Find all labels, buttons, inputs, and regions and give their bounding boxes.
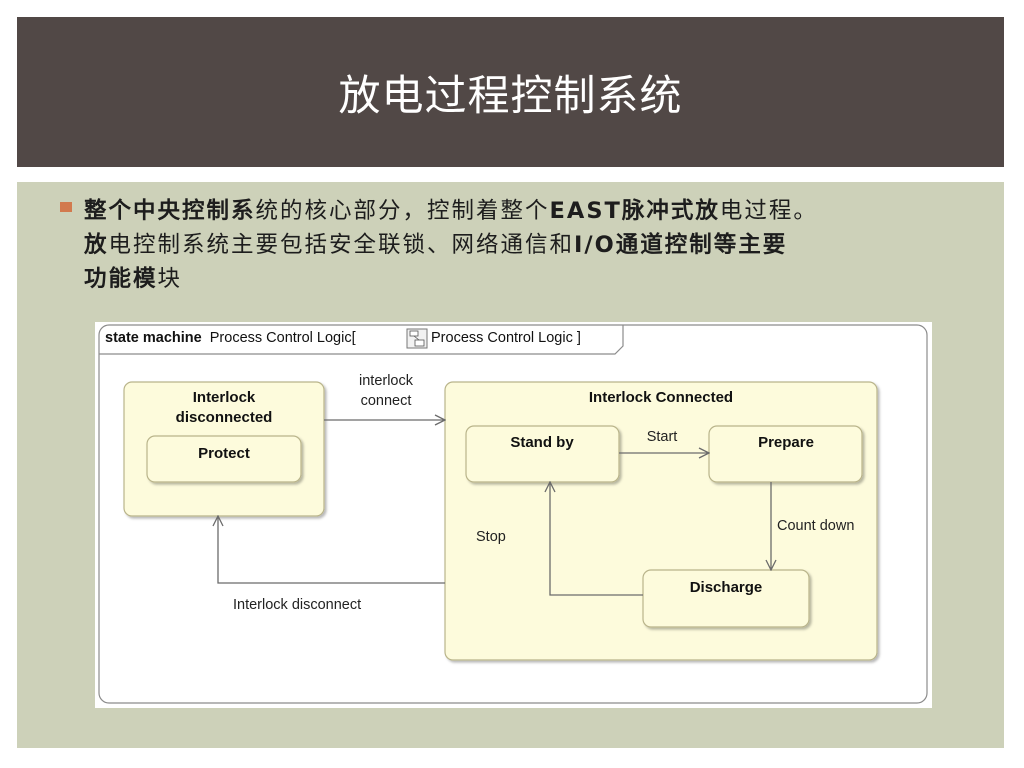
- transition-interlock-disconnect: [218, 516, 445, 584]
- state-machine-icon: [406, 328, 428, 349]
- bullet-square-icon: [60, 202, 72, 212]
- bullet-part-3: 电过程。: [719, 198, 818, 224]
- svg-text:Process Control Logic]: Process Control Logic]: [431, 330, 581, 346]
- state-discharge: [642, 569, 810, 628]
- label-interlock-disconnected-1: Interlock: [193, 389, 256, 406]
- diagram-svg: state machine Process Control Logic[ Pro…: [98, 324, 928, 704]
- frame-header-tab: [99, 325, 624, 355]
- slide-title: 放电过程控制系统: [338, 70, 683, 120]
- label-interlock-connected: Interlock Connected: [589, 389, 733, 406]
- bullet-paragraph: 整个中央控制系统的核心部分，控制着整个EAST脉冲式放电过程。放电控制系统主要包…: [84, 194, 984, 296]
- label-interlock-disconnect: Interlock disconnect: [233, 597, 361, 613]
- bullet-part-4: 放: [84, 232, 109, 258]
- svg-text:state machine Process: state machine Process Control Logic[: [105, 330, 356, 346]
- label-stop: Stop: [476, 529, 506, 545]
- transition-stop: [550, 482, 643, 596]
- label-interlock-connect-2: connect: [361, 393, 412, 409]
- label-start: Start: [647, 429, 678, 445]
- state-protect: [146, 435, 302, 483]
- frame-header-bracket-close: ]: [577, 330, 581, 346]
- state-stand-by: [465, 425, 620, 483]
- bullet-part-7: 功能模: [84, 266, 158, 292]
- label-interlock-disconnected-2: disconnected: [176, 409, 273, 426]
- frame-header-bracket-open: [: [352, 330, 356, 346]
- bullet-part-5: 电控制系统主要包括安全联锁、网络通信和: [108, 232, 575, 258]
- label-discharge: Discharge: [690, 579, 763, 596]
- bullet-part-0: 整个中央控制系: [84, 198, 256, 224]
- content-area: 整个中央控制系统的核心部分，控制着整个EAST脉冲式放电过程。放电控制系统主要包…: [17, 182, 1004, 748]
- label-stand-by: Stand by: [510, 434, 574, 451]
- state-machine-diagram: state machine Process Control Logic[ Pro…: [95, 322, 932, 708]
- label-prepare: Prepare: [758, 434, 814, 451]
- label-interlock-connect-1: interlock: [359, 373, 414, 389]
- label-protect: Protect: [198, 445, 250, 462]
- bullet-part-8: 块: [157, 266, 183, 292]
- frame-header-keyword: state machine: [105, 330, 202, 346]
- bullet-part-6: I/O通道控制等主要: [574, 232, 788, 258]
- title-bar: 放电过程控制系统: [17, 17, 1004, 167]
- frame-header-name: Process Control Logic: [210, 330, 352, 346]
- bullet-part-1: 统的核心部分，控制着整个: [255, 198, 550, 224]
- bullet-part-2: EAST脉冲式放: [549, 198, 720, 224]
- label-count-down: Count down: [777, 518, 854, 534]
- frame-header-ref-name: Process Control Logic: [431, 330, 573, 346]
